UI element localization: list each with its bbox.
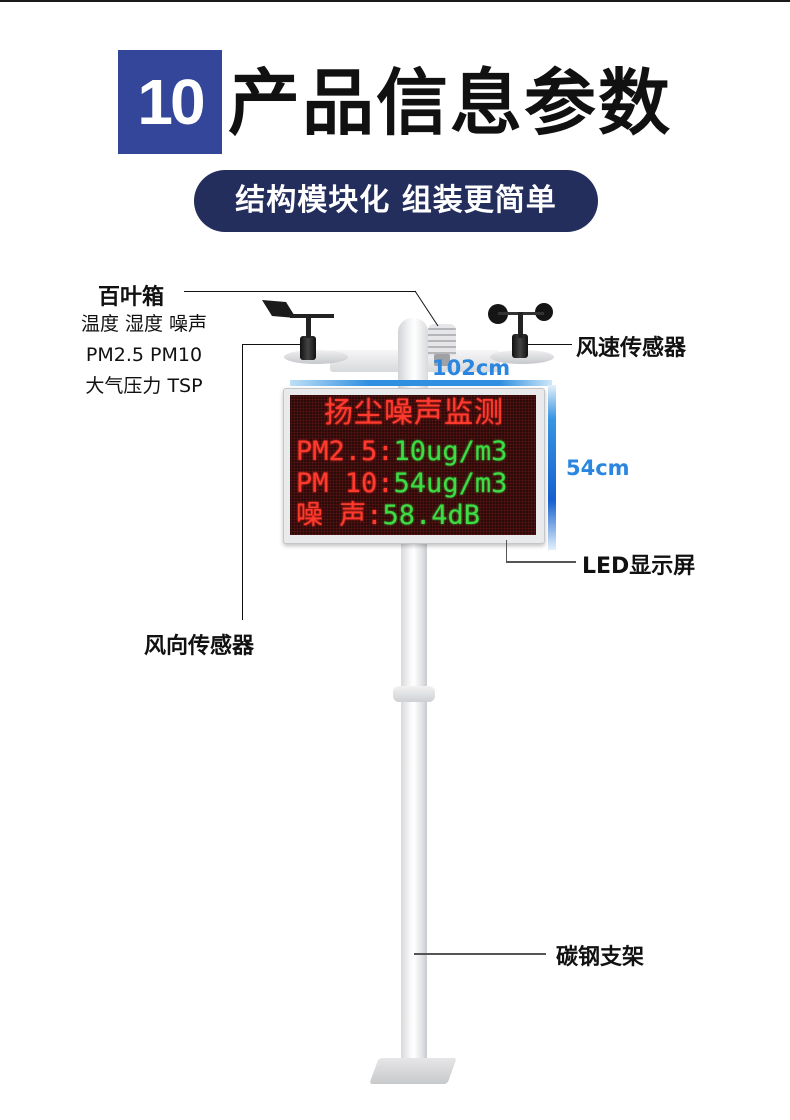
page-title: 产品信息参数 bbox=[228, 61, 673, 145]
wind-direction-leader-v bbox=[242, 344, 243, 620]
louver-box-connector bbox=[434, 354, 450, 366]
anemometer-body bbox=[512, 334, 528, 358]
height-dimension-bar bbox=[548, 385, 556, 550]
led-title: 扬尘噪声监测 bbox=[324, 395, 505, 429]
height-dimension-label: 54cm bbox=[566, 456, 630, 480]
wind-direction-sensor-label: 风向传感器 bbox=[144, 634, 255, 659]
width-dimension-label: 102cm bbox=[432, 356, 511, 380]
led-label: 噪 声: bbox=[296, 500, 383, 531]
led-label: PM2.5: bbox=[296, 436, 394, 467]
wind-direction-leader-h bbox=[242, 344, 300, 345]
led-row-noise: 噪 声:58.4dB bbox=[296, 501, 480, 531]
led-screen: 扬尘噪声监测 PM2.5:10ug/m3 PM 10:54ug/m3 噪 声:5… bbox=[290, 395, 536, 535]
pole-flange bbox=[393, 686, 435, 702]
anemometer-icon bbox=[488, 303, 553, 338]
led-display-label: LED显示屏 bbox=[582, 554, 696, 579]
louver-box-leader-diagonal bbox=[414, 290, 439, 327]
louver-box-icon bbox=[428, 324, 456, 356]
louver-box-param-line-3: 大气压力 TSP bbox=[85, 375, 203, 397]
wind-speed-leader-line bbox=[528, 344, 572, 345]
steel-bracket-label: 碳钢支架 bbox=[556, 945, 645, 970]
led-value: 54ug/m3 bbox=[393, 468, 508, 499]
led-display-leader-h bbox=[506, 561, 576, 563]
wind-vane-body bbox=[300, 336, 316, 360]
pole-base-plate bbox=[369, 1058, 457, 1084]
wind-speed-sensor-label: 风速传感器 bbox=[576, 336, 687, 361]
wind-vane-icon bbox=[262, 300, 334, 338]
width-dimension-bar bbox=[290, 380, 552, 386]
led-display-leader-v bbox=[506, 540, 507, 562]
wind-vane-mount-plate bbox=[284, 350, 348, 364]
louver-box-param-line-2: PM2.5 PM10 bbox=[85, 344, 203, 366]
led-row-pm25: PM2.5:10ug/m3 bbox=[296, 437, 507, 467]
section-number-badge: 10 bbox=[118, 50, 222, 154]
top-border bbox=[0, 0, 790, 2]
steel-pole bbox=[401, 540, 427, 1080]
louver-box-param-line-1: 温度 湿度 噪声 bbox=[80, 313, 208, 335]
led-row-pm10: PM 10:54ug/m3 bbox=[296, 469, 507, 499]
pole-top bbox=[398, 318, 428, 398]
led-label: PM 10: bbox=[296, 468, 394, 499]
louver-box-label: 百叶箱 bbox=[98, 285, 165, 310]
louver-box-leader-line bbox=[184, 291, 416, 292]
led-value: 10ug/m3 bbox=[393, 436, 508, 467]
subtitle-pill: 结构模块化 组装更简单 bbox=[194, 170, 598, 232]
steel-bracket-leader-line bbox=[414, 953, 546, 955]
led-value: 58.4dB bbox=[382, 500, 481, 531]
